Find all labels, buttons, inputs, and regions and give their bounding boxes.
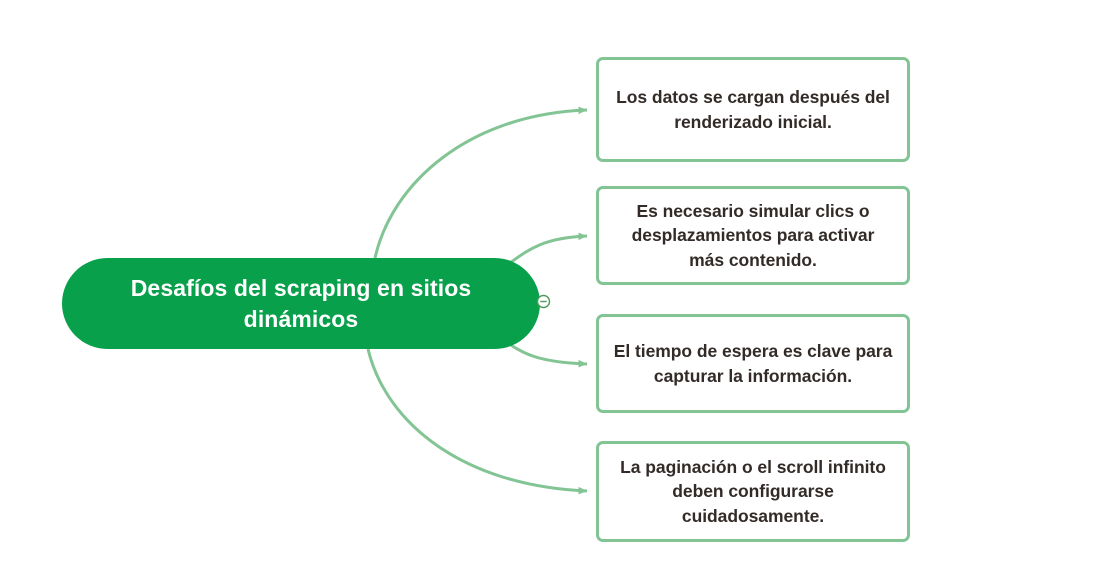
child-node-3[interactable]: La paginación o el scroll infinito deben… bbox=[596, 441, 910, 542]
child-node-0[interactable]: Los datos se cargan después del renderiz… bbox=[596, 57, 910, 162]
child-node-1-label: Es necesario simular clics o desplazamie… bbox=[631, 201, 875, 270]
child-node-2-label: El tiempo de espera es clave para captur… bbox=[613, 341, 893, 386]
connector-to-child-3 bbox=[366, 348, 588, 495]
collapse-minus-circle-icon[interactable] bbox=[536, 294, 551, 309]
child-node-2[interactable]: El tiempo de espera es clave para captur… bbox=[596, 314, 910, 413]
child-node-3-label: La paginación o el scroll infinito deben… bbox=[620, 457, 886, 526]
root-node-label: Desafíos del scraping en sitios dinámico… bbox=[130, 275, 472, 332]
connector-to-child-0 bbox=[373, 106, 588, 259]
child-node-0-label: Los datos se cargan después del renderiz… bbox=[616, 87, 890, 132]
child-node-1[interactable]: Es necesario simular clics o desplazamie… bbox=[596, 186, 910, 285]
root-node[interactable]: Desafíos del scraping en sitios dinámico… bbox=[62, 258, 540, 349]
